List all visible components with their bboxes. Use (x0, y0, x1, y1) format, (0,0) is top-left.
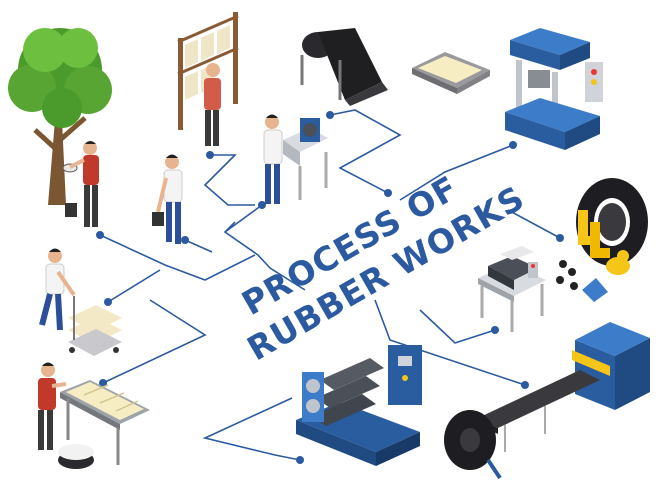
connector-drying-rack (203, 154, 255, 206)
connector-dot (384, 189, 392, 197)
hydraulic-press-icon (505, 28, 603, 150)
rubber-tree-tapping-icon (8, 28, 112, 227)
connector-dot (206, 151, 214, 159)
connector-dot (326, 111, 334, 119)
worker-at-coagulation-trough-icon (38, 362, 150, 469)
conveyor-vulcanizer-icon (444, 322, 650, 480)
rolling-mill-operator-icon (263, 114, 328, 204)
connector-dot (509, 141, 517, 149)
worker-carrying-bucket-icon (152, 154, 183, 244)
connector-dot (521, 381, 529, 389)
connector-tree (99, 234, 256, 281)
worker-with-sheet-trolley-icon (39, 248, 122, 356)
connector-trough-worker (102, 299, 207, 384)
connector-dot (104, 298, 112, 306)
connector-rolling-operator (224, 204, 263, 233)
connector-dot (181, 236, 189, 244)
connector-tire (507, 209, 561, 239)
connector-lines (99, 109, 561, 461)
connector-calender (202, 397, 301, 461)
latex-sheets-drying-rack-icon (177, 12, 239, 146)
latex-tray-icon (412, 52, 490, 94)
connector-bucket-worker (184, 239, 213, 253)
calender-machine-icon (296, 345, 422, 466)
connector-dots (96, 111, 564, 464)
connector-dot (258, 201, 266, 209)
connector-sheet-roll (329, 109, 402, 194)
rubber-sheet-roll-icon (300, 28, 388, 106)
connector-cutter (419, 309, 496, 344)
connector-dot (96, 231, 104, 239)
connector-press (399, 144, 514, 201)
connector-conveyor (374, 299, 526, 386)
sheet-cutting-machine-icon (478, 246, 546, 332)
connector-trolley-worker (107, 269, 161, 303)
connector-dot (491, 326, 499, 334)
connector-dot (296, 456, 304, 464)
connector-dot (99, 379, 107, 387)
connector-dot (556, 234, 564, 242)
tire-and-rubber-products-icon (556, 178, 648, 302)
